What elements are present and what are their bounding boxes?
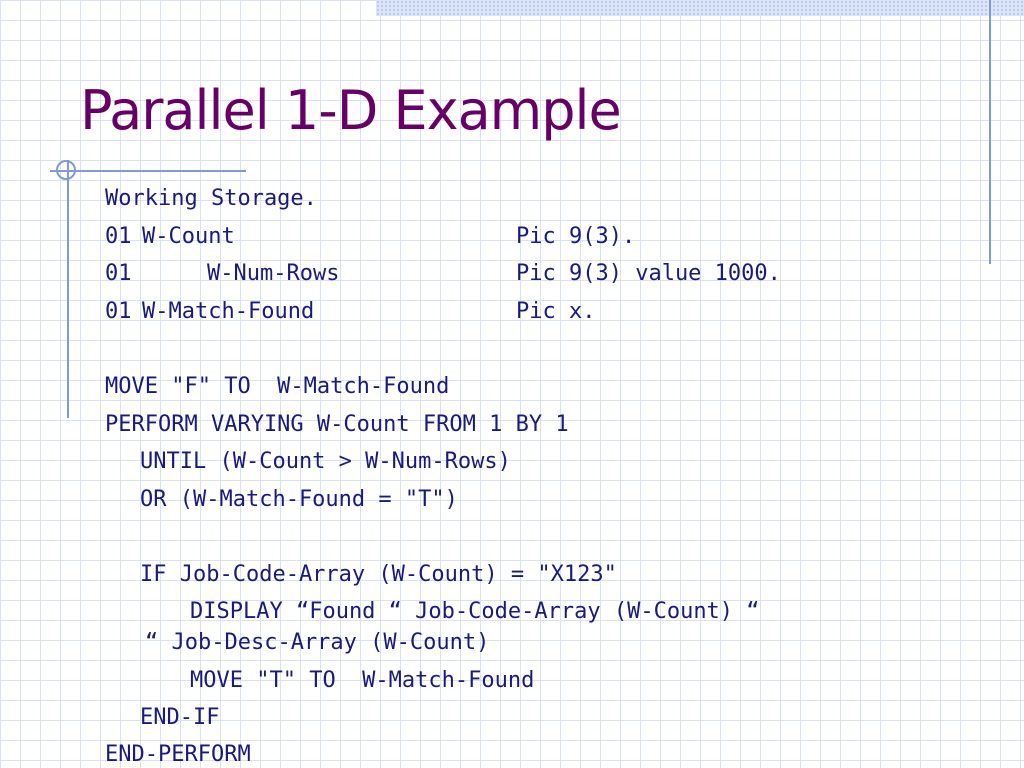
decl1-level: 01 <box>105 224 132 249</box>
code-line-display: DISPLAY “Found “ Job-Code-Array (W-Count… <box>190 599 760 624</box>
decl3-name: W-Match-Found <box>142 299 315 324</box>
right-vertical-rule <box>989 0 991 264</box>
top-decorative-band <box>376 0 1024 16</box>
code-line-working-storage: Working Storage. <box>105 186 317 211</box>
code-line-or: OR (W-Match-Found = "T") <box>140 487 458 512</box>
code-line-move-t: MOVE "T" TO W-Match-Found <box>190 668 535 693</box>
code-line-until: UNTIL (W-Count > W-Num-Rows) <box>140 449 511 474</box>
crosshair-ornament-icon <box>56 160 76 180</box>
code-line-perform: PERFORM VARYING W-Count FROM 1 BY 1 <box>105 412 569 437</box>
decl1-name: W-Count <box>142 224 235 249</box>
decl2-level: 01 <box>105 261 132 286</box>
decl1-pic: Pic 9(3). <box>516 224 636 249</box>
slide-title: Parallel 1-D Example <box>80 79 622 142</box>
title-underline-rule <box>50 170 246 172</box>
decl3-level: 01 <box>105 299 132 324</box>
decl2-name: W-Num-Rows <box>207 261 340 286</box>
code-line-display-continued: “ Job-Desc-Array (W-Count) <box>145 630 490 655</box>
left-vertical-rule <box>67 160 69 418</box>
decl3-pic: Pic x. <box>516 299 596 324</box>
code-line-end-perform: END-PERFORM <box>105 742 251 767</box>
code-line-move-f: MOVE "F" TO W-Match-Found <box>105 374 450 399</box>
code-line-end-if: END-IF <box>140 705 220 730</box>
code-line-if: IF Job-Code-Array (W-Count) = "X123" <box>140 562 617 587</box>
decl2-pic: Pic 9(3) value 1000. <box>516 261 781 286</box>
